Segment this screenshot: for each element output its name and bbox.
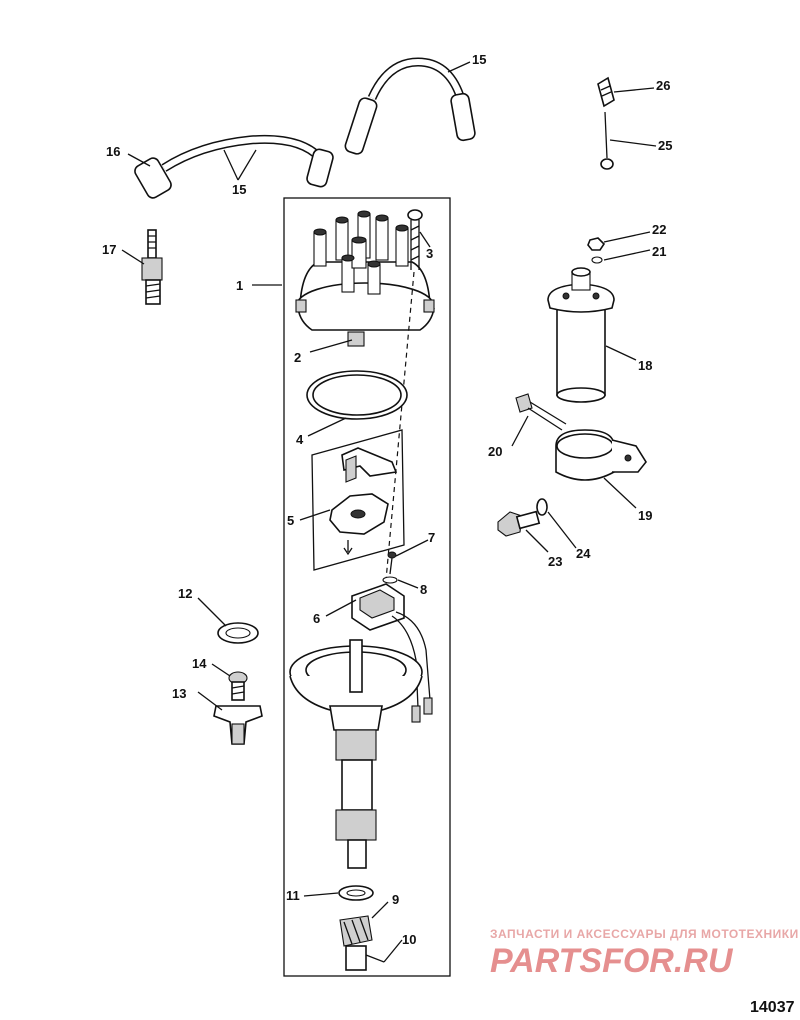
callout-14: 14 [192,656,207,671]
callout-15-top: 15 [472,52,486,67]
callout-21: 21 [652,244,666,259]
coil-terminal-nut [587,237,606,251]
callout-11: 11 [286,888,300,903]
gear-pin [365,954,385,963]
module-screw [387,551,397,575]
callout-17: 17 [102,242,116,257]
wire-connector [597,76,615,108]
cap-seal-ring [306,370,408,420]
ignition-module [351,583,433,723]
callout-16: 16 [106,144,120,159]
module-washer [382,576,398,584]
spark-plug [141,229,163,305]
shaft-washer [338,885,374,901]
callout-12: 12 [178,586,192,601]
watermark-tagline: ЗАПЧАСТИ И АКСЕССУАРЫ ДЛЯ МОТОТЕХНИКИ [490,927,799,941]
callout-2: 2 [294,350,301,365]
ground-strap [600,111,614,170]
distributor-assembly-frame [283,197,451,977]
callout-26: 26 [656,78,670,93]
callout-15-left: 15 [232,182,246,197]
callout-13: 13 [172,686,186,701]
callout-25: 25 [658,138,672,153]
hold-down-clamp [213,705,263,745]
callout-23: 23 [548,554,562,569]
callout-4: 4 [296,432,304,447]
distributor-cap [295,210,435,347]
housing-gasket [217,622,259,644]
leader-lines [121,61,657,963]
callout-19: 19 [638,508,652,523]
callout-8: 8 [420,582,427,597]
rotor-kit [311,429,405,571]
watermark-logo: PARTSFOR.RU [490,942,734,980]
distributor-housing [289,639,423,869]
callout-3: 3 [426,246,433,261]
spark-plug-wires [134,57,476,199]
callout-7: 7 [428,530,435,545]
callout-labels: 1 2 3 4 5 6 7 8 9 10 11 12 13 14 15 15 1… [102,52,672,947]
callout-1: 1 [236,278,243,293]
watermark: ЗАПЧАСТИ И АКСЕССУАРЫ ДЛЯ МОТОТЕХНИКИ PA… [490,927,799,980]
callout-10: 10 [402,932,416,947]
drive-gear [339,915,373,971]
coil-terminal-washer [591,256,603,264]
callout-9: 9 [392,892,399,907]
callout-6: 6 [313,611,320,626]
clamp-bolt [228,671,248,701]
screw-alignment-line [385,271,415,581]
diagram-reference-number: 14037 [750,999,795,1016]
callout-5: 5 [287,513,294,528]
bracket-lock-washer [536,498,548,516]
callout-20: 20 [488,444,502,459]
callout-22: 22 [652,222,666,237]
bracket-mount-bolt [497,510,541,537]
callout-18: 18 [638,358,652,373]
coil-bracket [555,429,647,481]
callout-24: 24 [576,546,591,561]
bracket-bolt [515,393,567,431]
cap-screw [407,209,423,270]
ignition-coil [547,267,615,403]
